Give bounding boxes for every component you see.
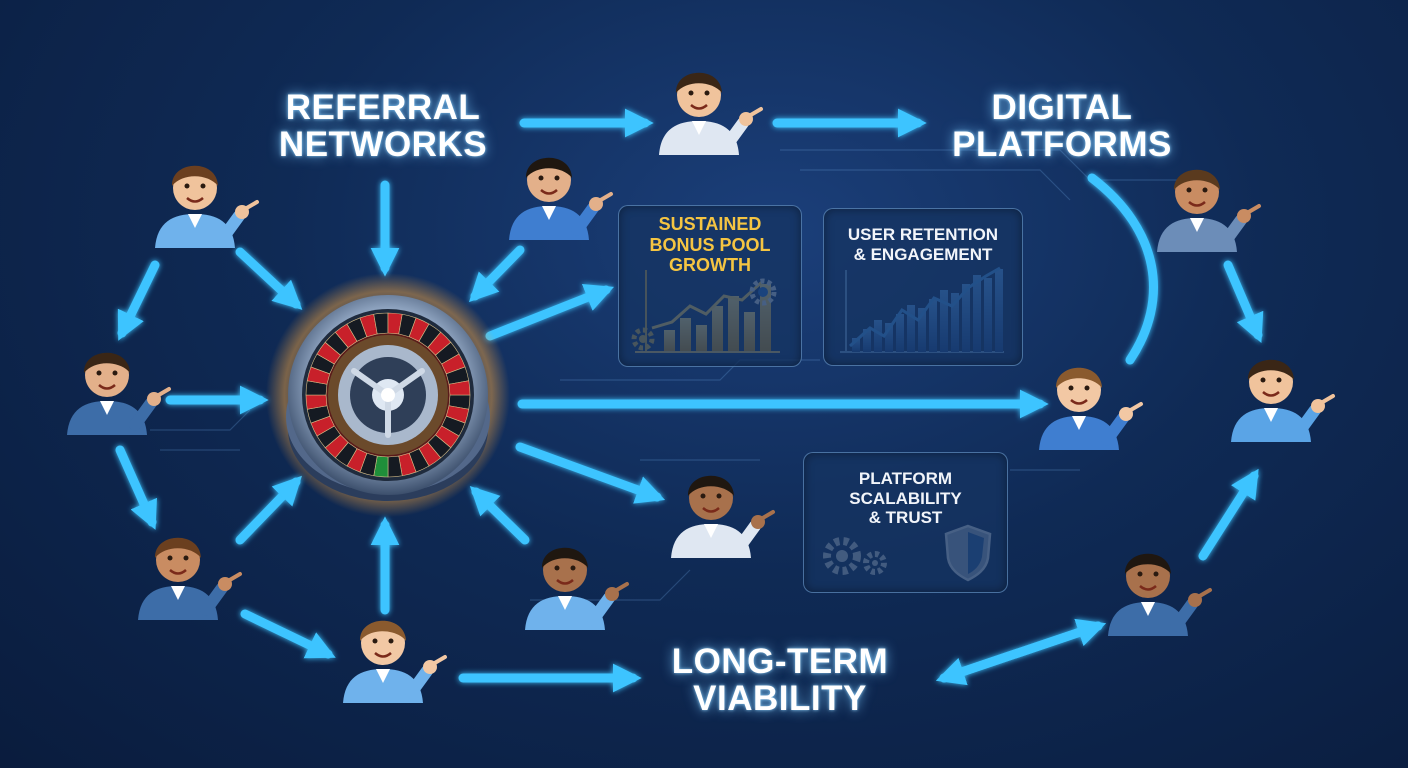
roulette-wheel-icon <box>266 273 510 517</box>
flow-arrow <box>240 609 336 659</box>
scalability-panel: PLATFORM SCALABILITY & TRUST <box>803 452 1008 593</box>
bonus-pool-title: SUSTAINED BONUS POOL GROWTH <box>649 214 771 276</box>
flow-arrows <box>115 108 1264 693</box>
bonus-pool-panel: SUSTAINED BONUS POOL GROWTH <box>618 205 802 367</box>
person-icon <box>1231 359 1335 442</box>
flow-arrow <box>115 445 157 530</box>
flow-arrow <box>515 442 666 504</box>
referral-networks-label: REFERRAL NETWORKS <box>278 88 488 164</box>
flow-arrow <box>935 621 1103 686</box>
flow-arrow <box>1198 468 1259 561</box>
flow-arrow <box>235 247 303 310</box>
person-icon <box>659 72 763 155</box>
person-icon <box>1039 367 1143 450</box>
scalability-title: PLATFORM SCALABILITY & TRUST <box>849 469 962 528</box>
digital-platforms-label: DIGITAL PLATFORMS <box>952 88 1172 164</box>
person-icon <box>155 165 259 248</box>
person-icon <box>525 547 629 630</box>
person-icon <box>1157 169 1261 252</box>
person-icon <box>671 475 775 558</box>
long-term-viability-label: LONG-TERM VIABILITY <box>671 642 889 718</box>
person-icon <box>1108 553 1212 636</box>
flow-arrow <box>235 475 303 545</box>
roulette-pockets <box>305 312 471 478</box>
flow-arrow <box>1223 260 1264 343</box>
flow-arrow <box>468 245 525 303</box>
flow-arrow <box>1087 173 1158 365</box>
flow-arrow <box>469 485 530 545</box>
person-icon <box>343 620 447 703</box>
people-group <box>67 72 1335 703</box>
person-icon <box>509 157 613 240</box>
flow-arrow <box>485 284 615 341</box>
person-icon <box>67 352 171 435</box>
retention-panel: USER RETENTION & ENGAGEMENT <box>823 208 1023 366</box>
flow-arrow <box>117 260 160 341</box>
person-icon <box>138 537 242 620</box>
retention-title: USER RETENTION & ENGAGEMENT <box>847 225 999 264</box>
